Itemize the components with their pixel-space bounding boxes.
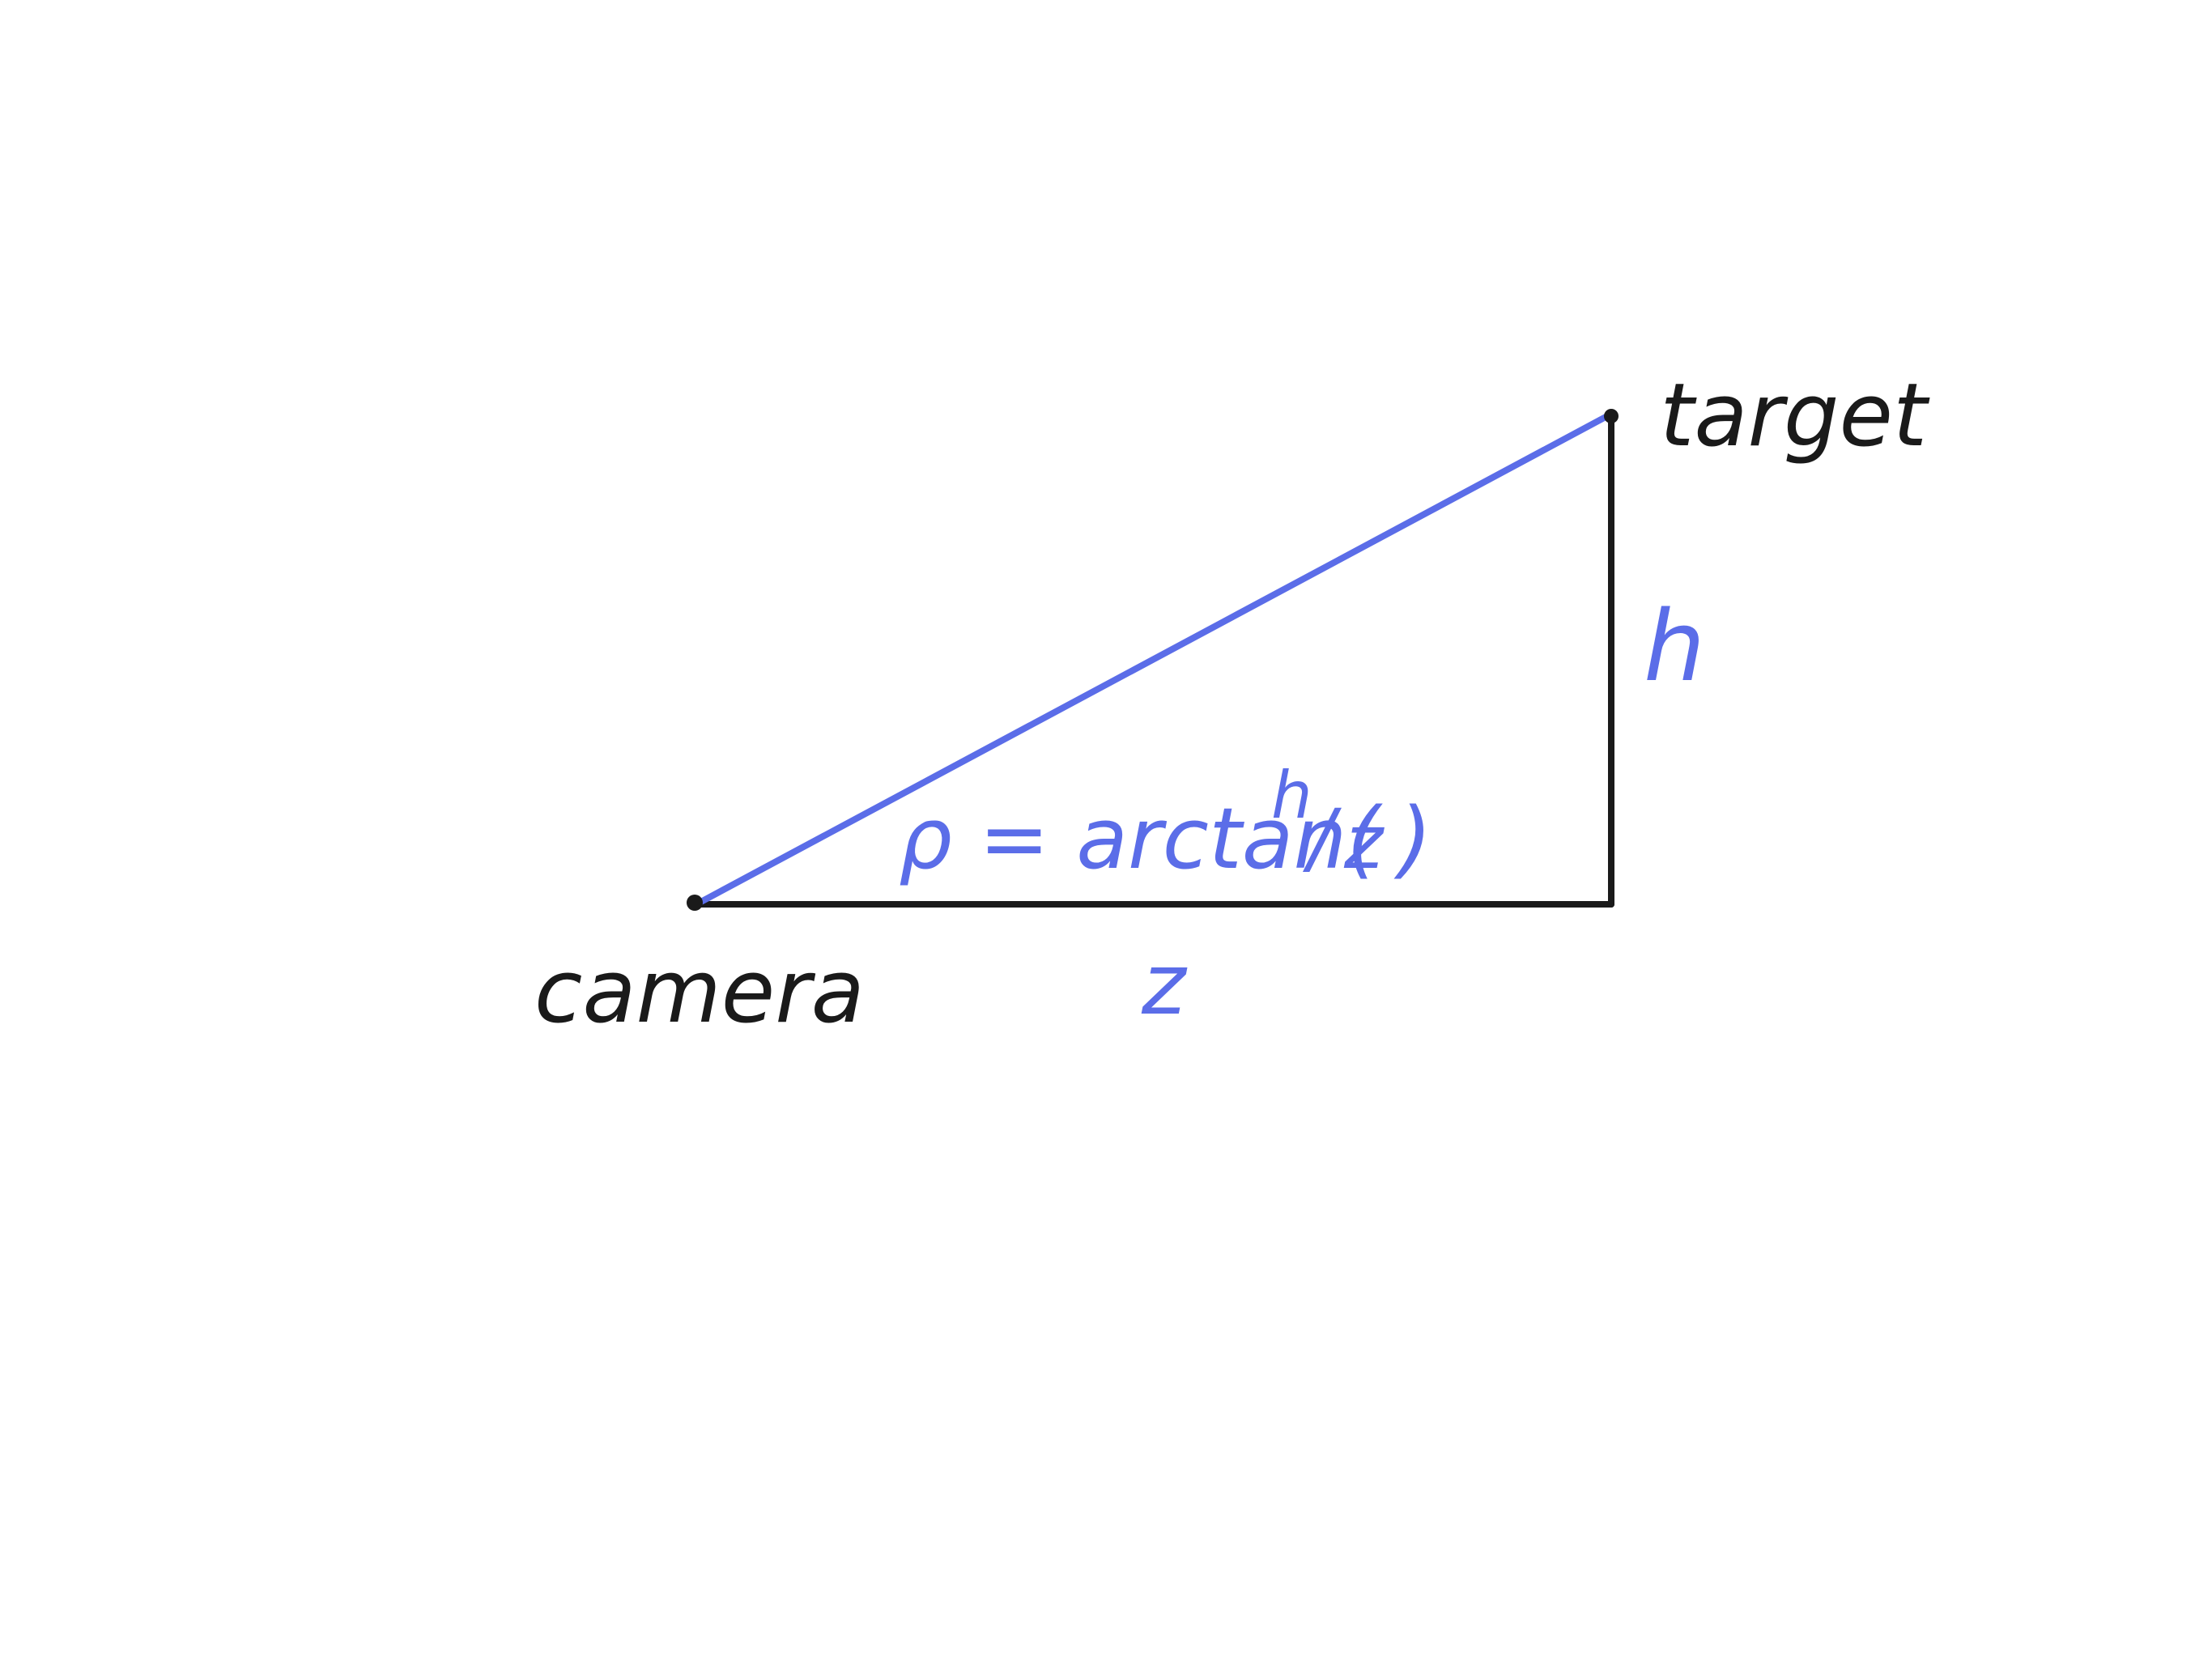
distance-label: z <box>1141 935 1188 1034</box>
angle-formula: ρ = arctan( h / z ) <box>899 758 1432 888</box>
formula-denominator: z <box>1343 799 1385 886</box>
line-of-sight <box>693 413 1610 908</box>
camera-point <box>687 895 703 911</box>
formula-prefix: ρ = arctan( <box>899 789 1383 888</box>
height-label: h <box>1644 591 1705 704</box>
target-label: target <box>1660 365 1930 466</box>
target-point <box>1604 409 1619 423</box>
camera-label: camera <box>534 942 865 1043</box>
formula-numerator: h <box>1271 758 1312 833</box>
formula-suffix: ) <box>1393 789 1432 888</box>
